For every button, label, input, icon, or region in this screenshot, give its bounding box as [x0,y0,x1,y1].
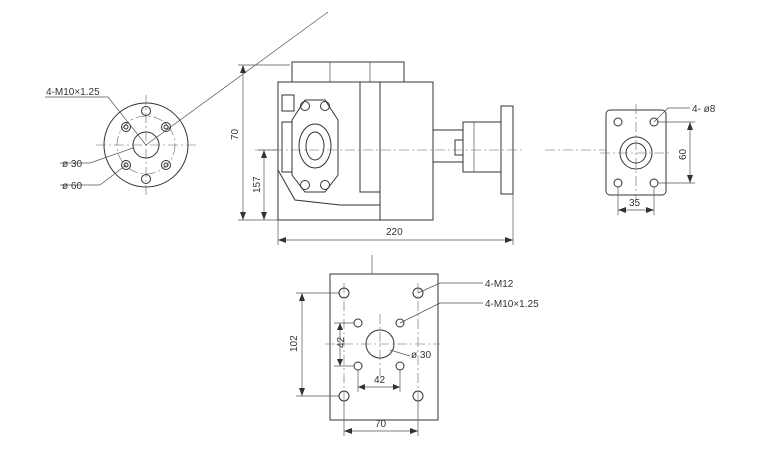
pitch-h-label: 35 [629,198,641,209]
bore-label: ø 30 [62,159,82,170]
base-plate [329,273,439,421]
height-label: 102 [289,335,300,352]
pitch-v-label: 60 [678,148,689,160]
height-label: 70 [230,128,241,140]
outer-h-label: 70 [375,419,387,430]
gear-housing [379,81,434,221]
inner-v-label: 42 [336,336,347,348]
coupling [462,121,502,173]
inner-h-label: 42 [374,375,386,386]
inner-thread-label: 4-M10×1.25 [485,299,539,310]
pcd-label: ø 60 [62,181,82,192]
outer-thread-label: 4-M12 [485,279,514,290]
left-flange-view: 4-M10×1.25 ø 30 ø 60 [45,11,329,195]
inlet-port [298,123,332,169]
flange-hole [161,160,171,170]
flange-hole [141,174,151,184]
length-label: 220 [386,227,403,238]
flange-hole [121,160,131,170]
bore-label: ø 30 [411,350,431,361]
inlet-flange [291,99,339,193]
center-height-label: 157 [252,176,263,193]
top-boss [291,61,405,83]
side-view: 70 157 220 [230,61,605,245]
flange-hole [141,106,151,116]
flange-hole [121,122,131,132]
hole-label: 4- ø8 [692,104,716,115]
thread-label: 4-M10×1.25 [46,87,100,98]
bottom-view: 4-M12 4-M10×1.25 ø 30 102 42 42 70 [289,255,539,436]
right-flange-view: 4- ø8 60 35 [600,104,716,215]
